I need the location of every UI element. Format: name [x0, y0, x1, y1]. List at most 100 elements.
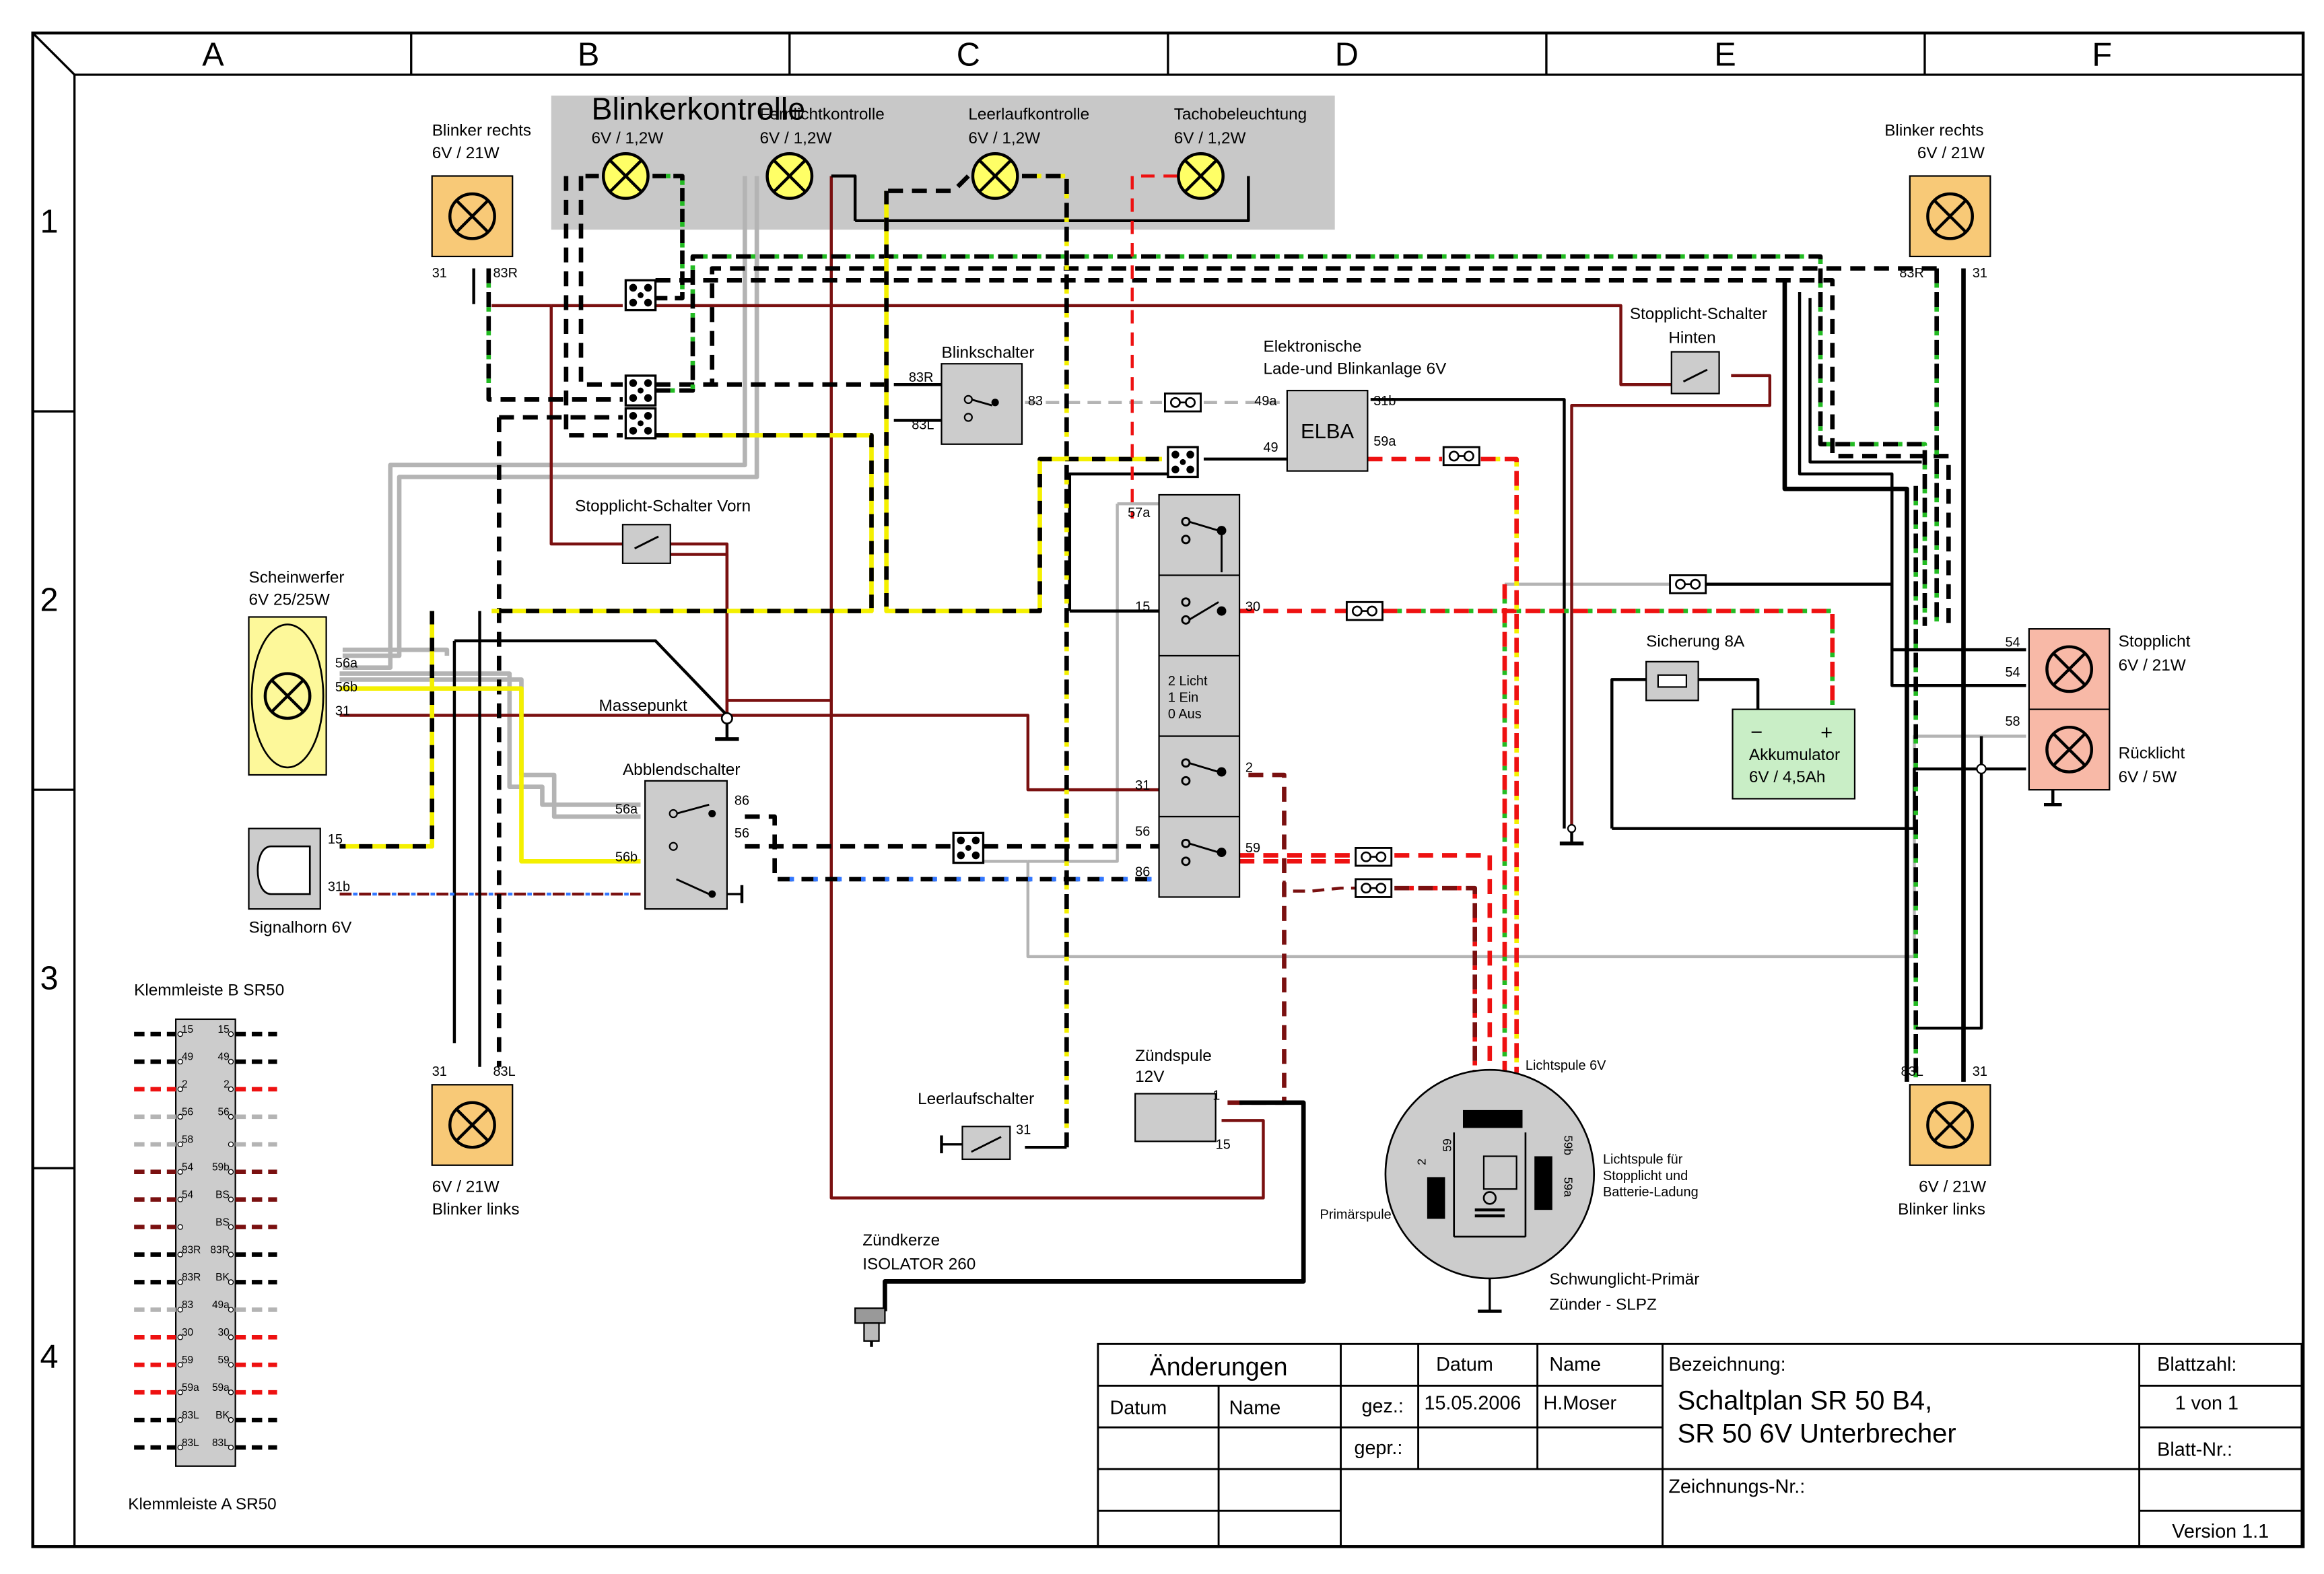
fuse-icon [1442, 446, 1480, 467]
klemmleiste-terminal: 54 [182, 1189, 194, 1200]
klemmleiste-pin [228, 1362, 234, 1368]
connector-icon [952, 831, 985, 864]
klemmleiste-pin [228, 1114, 234, 1120]
terminal-label: 59b [1561, 1136, 1575, 1156]
switch-position-label: 1 Ein [1168, 691, 1198, 706]
abblend-label: Abblendschalter [623, 761, 740, 779]
column-label-e: E [1714, 37, 1736, 73]
klemmleiste-pin [228, 1169, 234, 1175]
massepunkt [715, 712, 739, 739]
terminal-label: 2 [1415, 1159, 1429, 1165]
lichtspule-stopp-label-2: Stopplicht und [1603, 1169, 1688, 1184]
column-label-c: C [957, 37, 980, 73]
klemmleiste-pin [228, 1031, 234, 1037]
row-label-4: 4 [40, 1339, 58, 1375]
blinker-rechts-rear-label: Blinker rechts [1884, 122, 1983, 140]
signalhorn [248, 827, 321, 910]
klemmleiste-terminal: 30 [182, 1327, 193, 1338]
klemmleiste-pin [228, 1307, 234, 1313]
elba-box-label: ELBA [1301, 419, 1355, 443]
blinkerkontrolle-label: Blinkerkontrolle [591, 91, 805, 126]
drawing-subtitle: SR 50 6V Unterbrecher [1678, 1418, 1956, 1448]
slpz-label-2: Zünder - SLPZ [1549, 1295, 1657, 1313]
klemmleiste-terminal: 59 [218, 1355, 230, 1366]
zuendkerze-label: Zündkerze [862, 1231, 940, 1250]
klemmleiste-pin [228, 1058, 234, 1065]
blinker-links-front-label: Blinker links [432, 1200, 520, 1219]
scheinwerfer-rating: 6V 25/25W [249, 591, 330, 609]
klemmleiste-b-label: Klemmleiste B SR50 [134, 982, 284, 1000]
wiring [339, 174, 2026, 1311]
akku-label: Akkumulator [1749, 746, 1840, 764]
blinker-links-front-rating: 6V / 21W [432, 1178, 500, 1196]
scheinwerfer [248, 616, 327, 776]
connector-icon [624, 407, 657, 440]
klemmleiste-pin [177, 1141, 183, 1147]
blattnr-label: Blatt-Nr.: [2157, 1439, 2232, 1460]
elba-description: Lade-und Blinkanlage 6V [1263, 360, 1447, 378]
terminal-label: 86 [734, 793, 749, 808]
name-column: Name [1229, 1397, 1281, 1418]
klemmleiste-terminal: 83L [182, 1437, 199, 1449]
blinker-rechts-front [431, 175, 514, 258]
blinkerkontrolle-lamp [603, 153, 648, 198]
terminal-label: 31 [1135, 778, 1150, 793]
lichtspule-label: Lichtspule 6V [1526, 1058, 1606, 1073]
klemmleiste-terminal: BS [215, 1189, 230, 1200]
klemmleiste-pin [228, 1334, 234, 1340]
fernlichtkontrolle-label: Fernlichtkontrolle [760, 105, 885, 123]
klemmleiste-pin [177, 1169, 183, 1175]
terminal-label: 49a [1254, 394, 1277, 409]
title-block [1097, 1342, 2303, 1548]
slpz-label: Schwunglicht-Primär [1549, 1270, 1699, 1289]
row-label-2: 2 [40, 582, 58, 619]
abblendschalter [644, 780, 744, 910]
leerlaufschalter-label: Leerlaufschalter [918, 1090, 1034, 1108]
zuendspule-rating: 12V [1135, 1068, 1165, 1086]
terminal-label: 30 [1245, 600, 1260, 615]
switch-position-label: 0 Aus [1168, 707, 1202, 722]
version-label: Version 1.1 [2172, 1521, 2269, 1542]
klemmleiste-pin [228, 1279, 234, 1285]
blinker-rechts-front-label: Blinker rechts [432, 122, 531, 140]
schwunglicht-zuender [1384, 1068, 1596, 1313]
stopplicht-rating: 6V / 21W [2119, 656, 2186, 675]
klemmleiste-terminal: 2 [182, 1079, 188, 1091]
klemmleiste-terminal: 49 [218, 1052, 230, 1063]
terminal-label: 59 [1440, 1138, 1454, 1152]
terminal-label: 56a [615, 802, 638, 817]
terminal-label: 56 [1135, 825, 1150, 840]
terminal-label: 58 [2005, 714, 2020, 729]
terminal-label: 49 [1263, 440, 1278, 455]
lichtspule-stopp-label-3: Batterie-Ladung [1603, 1185, 1699, 1200]
row-label-3: 3 [40, 961, 58, 997]
terminal-label: 59a [1561, 1177, 1575, 1197]
blinker-rechts-rear [1909, 175, 1991, 258]
klemmleiste-terminal: 2 [224, 1079, 230, 1091]
klemmleiste-pin [177, 1390, 183, 1396]
fuse-icon [1345, 601, 1383, 621]
akku-plus-label: + [1820, 720, 1833, 744]
klemmleiste-terminal: 83L [212, 1437, 230, 1449]
terminal-label: 31b [1373, 394, 1396, 409]
terminal-label: 83R [493, 266, 518, 281]
terminal-label: 31 [1973, 1064, 1987, 1079]
terminal-label: 83L [912, 418, 934, 433]
terminal-label: 31 [432, 266, 447, 281]
ruecklicht-label: Rücklicht [2119, 745, 2185, 763]
connector-icon [624, 374, 657, 407]
klemmleiste-pin [177, 1196, 183, 1202]
klemmleiste-pin [177, 1279, 183, 1285]
klemmleiste-terminal: 83R [182, 1244, 201, 1256]
klemmleiste-terminal: 83L [182, 1410, 199, 1421]
signalhorn-label: Signalhorn 6V [249, 919, 353, 937]
terminal-label: 2 [1245, 761, 1253, 776]
fernlichtkontrolle-lamp [767, 153, 812, 198]
terminal-label: 83L [493, 1064, 515, 1079]
column-label-d: D [1335, 37, 1359, 73]
terminal-label: 83L [1901, 1064, 1923, 1079]
klemmleiste-pin [228, 1444, 234, 1451]
klemmleiste-a-label: Klemmleiste A SR50 [128, 1495, 276, 1513]
sicherung-label: Sicherung 8A [1646, 633, 1745, 651]
